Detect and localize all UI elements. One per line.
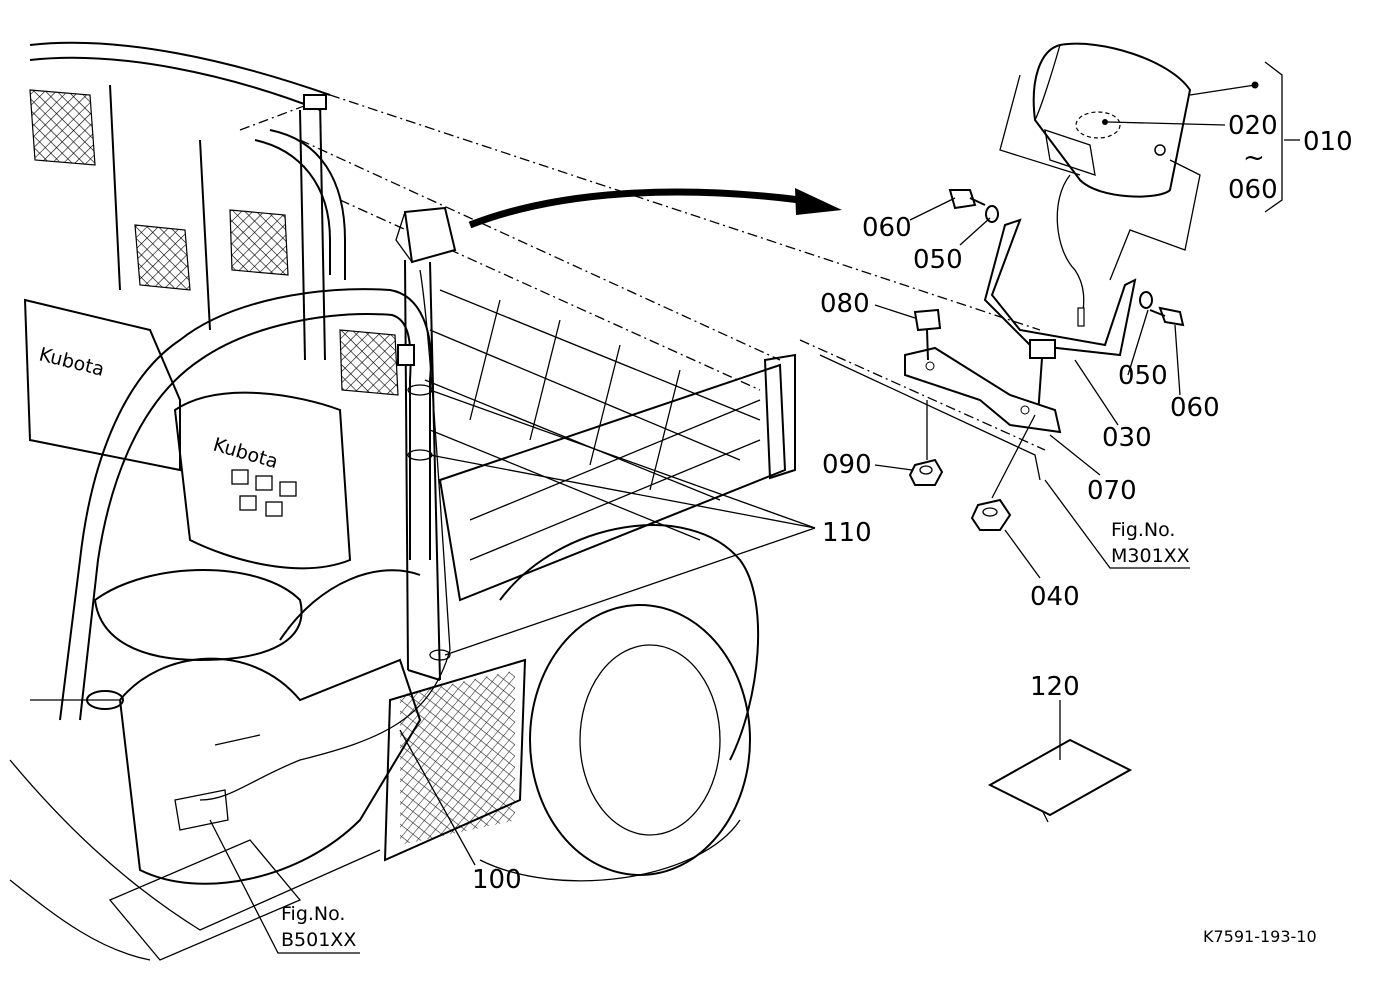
callout-070: 070 [1087, 476, 1137, 506]
callout-080: 080 [820, 289, 870, 319]
callout-110: 110 [822, 518, 872, 548]
work-light-mount [174, 206, 457, 831]
callout-050-left: 050 [913, 245, 963, 275]
callout-010: 010 [1303, 127, 1353, 157]
bracket-icon [983, 218, 1137, 357]
brand-logo-seat: Kubota [211, 434, 281, 473]
callout-060-right: 060 [1170, 393, 1220, 423]
callout-060-left: 060 [862, 213, 912, 243]
washer-icon [1139, 291, 1153, 309]
callout-020: 020 [1228, 111, 1278, 141]
callout-100: 100 [472, 865, 522, 895]
exploded-view [799, 42, 1201, 823]
bolt-icon [948, 189, 986, 210]
fig-ref-label-m: Fig.No. [1111, 519, 1175, 541]
callout-090: 090 [822, 450, 872, 480]
callout-120: 120 [1030, 672, 1080, 702]
callout-030: 030 [1102, 423, 1152, 453]
label-sheet-icon [987, 738, 1133, 817]
vehicle-illustration: Kubota Kubota [9, 41, 1041, 961]
brand-logo-rear: Kubota [37, 344, 107, 381]
fig-ref-code-b: B501XX [281, 929, 356, 951]
arrow-icon [468, 188, 842, 229]
callout-labels: 010 020 ~ 060 060 050 080 050 060 030 09… [281, 111, 1353, 951]
fig-ref-label-b: Fig.No. [281, 903, 345, 925]
washer-icon [985, 205, 999, 223]
nut-icon [908, 458, 944, 486]
callout-040: 040 [1030, 582, 1080, 612]
callout-tilde: ~ [1243, 143, 1265, 173]
nut-icon [970, 498, 1012, 531]
leader-lines [209, 61, 1300, 954]
fig-ref-code-m: M301XX [1111, 545, 1190, 567]
callout-050-right: 050 [1118, 361, 1168, 391]
callout-060-range: 060 [1228, 175, 1278, 205]
drawing-number: K7591-193-10 [1203, 927, 1317, 946]
work-light-icon [1032, 42, 1192, 198]
